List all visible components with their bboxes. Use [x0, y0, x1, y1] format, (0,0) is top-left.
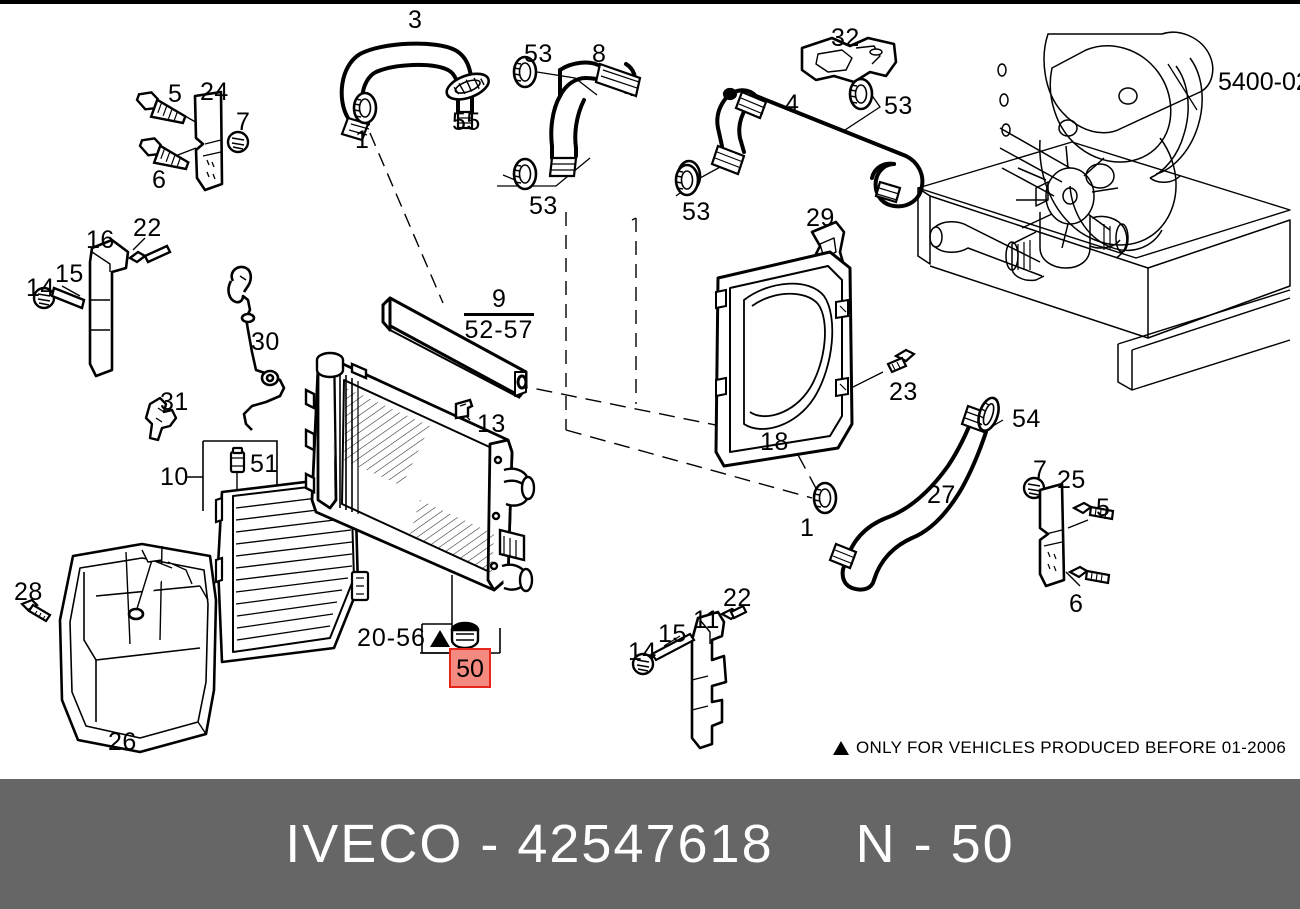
part-label-28: 28 — [14, 578, 43, 606]
part-label-22-b: 22 — [723, 584, 752, 612]
part-label-26: 26 — [108, 728, 137, 756]
part-label-54: 54 — [1012, 405, 1041, 433]
part-label-8: 8 — [592, 40, 607, 68]
part-label-55: 55 — [452, 108, 481, 136]
triangle-icon — [833, 741, 849, 755]
part-label-18: 18 — [760, 428, 789, 456]
part-label-25: 25 — [1057, 466, 1086, 494]
part-label-1-right: 1 — [800, 514, 815, 542]
part-label-22: 22 — [133, 214, 162, 242]
part-label-30: 30 — [251, 328, 280, 356]
callout-divider — [464, 313, 534, 316]
part-label-53-b: 53 — [529, 192, 558, 220]
part-label-7: 7 — [236, 108, 251, 136]
part-label-23: 23 — [889, 378, 918, 406]
callout-numerator: 9 — [492, 285, 506, 313]
part-label-10: 10 — [160, 463, 189, 491]
part-label-5: 5 — [168, 80, 183, 108]
triangle-icon — [429, 630, 450, 647]
callout-fraction-9-52-57: 9 52-57 — [464, 286, 534, 343]
part-label-11: 11 — [693, 606, 720, 634]
part-label-7-right: 7 — [1033, 456, 1048, 484]
part-label-51: 51 — [250, 450, 279, 478]
part-label-1-left: 1 — [355, 126, 370, 154]
part-label-53-a: 53 — [524, 40, 553, 68]
footer-part-number: 42547618 — [517, 814, 774, 874]
part-label-14: 14 — [26, 274, 55, 302]
footer-brand: IVECO — [285, 814, 464, 874]
highlighted-part-50[interactable]: 50 — [449, 648, 491, 688]
part-label-6: 6 — [152, 166, 167, 194]
part-label-15-b: 15 — [658, 620, 687, 648]
footer-section: N - 50 — [855, 814, 1015, 874]
part-label-16: 16 — [86, 226, 115, 254]
exploded-parts-drawing — [20, 31, 1291, 754]
footnote: ONLY FOR VEHICLES PRODUCED BEFORE 01-200… — [833, 738, 1286, 758]
part-label-6-right: 6 — [1069, 590, 1084, 618]
part-label-3: 3 — [408, 6, 423, 34]
part-label-53-c: 53 — [682, 198, 711, 226]
part-label-13: 13 — [477, 410, 506, 438]
footer-separator: - — [480, 814, 501, 874]
part-label-31: 31 — [160, 388, 189, 416]
part-label-29: 29 — [806, 204, 835, 232]
highlighted-part-label: 50 — [456, 655, 484, 683]
part-label-53-d: 53 — [884, 92, 913, 120]
part-label-24: 24 — [200, 78, 229, 106]
callout-denominator: 52-57 — [464, 316, 534, 344]
part-label-5-right: 5 — [1096, 494, 1111, 522]
footer-bar: IVECO - 42547618 N - 50 — [0, 779, 1300, 909]
part-label-32: 32 — [831, 24, 860, 52]
drawing-reference-code: 5400-02 — [1218, 68, 1300, 96]
part-label-4: 4 — [785, 90, 800, 118]
page-top-border — [0, 0, 1300, 4]
part-label-27: 27 — [927, 481, 956, 509]
part-label-14-b: 14 — [628, 638, 657, 666]
footer-text: IVECO - 42547618 N - 50 — [285, 813, 1014, 875]
footnote-text: ONLY FOR VEHICLES PRODUCED BEFORE 01-200… — [856, 738, 1287, 757]
range-note-label: 20-56 — [357, 624, 426, 652]
part-label-15: 15 — [55, 260, 84, 288]
range-note-20-56: 20-56 — [357, 624, 450, 653]
